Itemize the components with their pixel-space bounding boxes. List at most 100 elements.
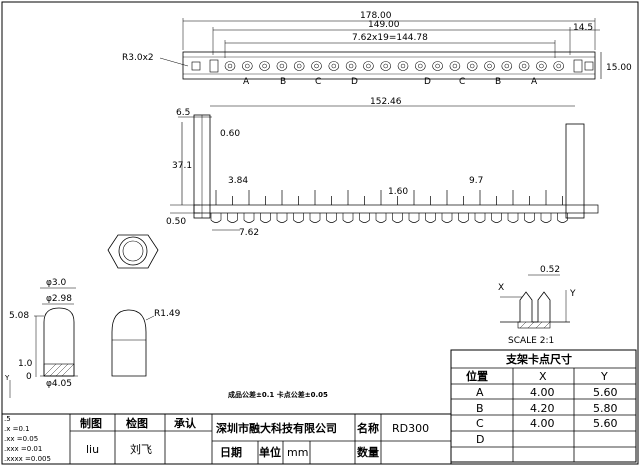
pin-pad-hole xyxy=(383,63,388,69)
top-view: 178.00 149.00 7.62x19=144.78 14.5 15.00 … xyxy=(122,11,632,87)
pin-pad xyxy=(449,61,461,71)
dim-scale-x: X xyxy=(498,283,504,293)
drafter-name: liu xyxy=(86,443,99,456)
dim-scale-y: Y xyxy=(569,289,576,299)
pin-pad xyxy=(328,61,340,71)
pin-pad-hole xyxy=(262,63,267,69)
pin-pad xyxy=(363,61,374,71)
pin-pad-hole xyxy=(435,63,440,69)
pin-label: C xyxy=(459,77,465,87)
front-pin-cup xyxy=(507,213,519,223)
pin-label: B xyxy=(280,77,286,87)
dim-radius: R1.49 xyxy=(154,309,181,319)
clip-dimension-table: 支架卡点尺寸 位置 X Y A 4.00 5.60 B 4.20 5.80 C … xyxy=(450,349,637,463)
lead-frame-outline xyxy=(182,51,596,80)
title-block: .5 .x =0.1 .xx =0.05 .xxx =0.01 .xxxx =0… xyxy=(1,413,452,465)
pin-pad xyxy=(224,61,236,71)
name-label: 名称 xyxy=(357,421,379,435)
front-pin-cup xyxy=(243,213,255,223)
tol-line: .xxxx =0.005 xyxy=(4,455,51,463)
pin-pad xyxy=(311,61,322,71)
led-side-sections: φ3.0 φ2.98 5.08 1.0 0 φ4.05 R1.49 Y xyxy=(4,278,181,398)
clip-profile xyxy=(500,291,570,323)
dim-pitch-front: 7.62 xyxy=(239,228,259,238)
pin-pad-hole xyxy=(556,63,561,69)
pin-pad-hole xyxy=(279,63,285,69)
front-pin-cup xyxy=(309,213,321,223)
pin-labels: A B C D D C B A xyxy=(243,77,538,87)
locating-hole-left xyxy=(191,61,201,71)
front-pin-cup xyxy=(524,213,535,223)
pin-pad-hole xyxy=(400,63,406,69)
pin-pad-hole xyxy=(366,63,371,69)
svg-text:Y: Y xyxy=(4,374,10,382)
pin-pad xyxy=(242,61,253,71)
dim-pitch: 7.62x19=144.78 xyxy=(352,33,428,43)
pin-pads xyxy=(224,61,565,71)
pin-label: C xyxy=(315,77,321,87)
table-row-pos: A xyxy=(476,386,484,399)
pin-pad xyxy=(293,61,305,71)
front-pin-cup xyxy=(392,213,403,223)
pin-pad xyxy=(536,61,547,71)
dim-span: 152.46 xyxy=(370,97,402,107)
dim-d4: 0.50 xyxy=(166,217,186,227)
front-pin-cup xyxy=(326,213,337,223)
pin-pad xyxy=(553,61,565,71)
front-pin-cup xyxy=(375,213,387,223)
pin-pad xyxy=(432,61,443,71)
pin-pad-hole xyxy=(296,63,302,69)
tolerance-note: 成品公差±0.1 卡点公差±0.05 xyxy=(228,390,328,399)
dim-left-width: 6.5 xyxy=(176,108,190,118)
front-pin-cup xyxy=(491,213,502,223)
table-header-y: Y xyxy=(600,370,608,383)
pin-pad-hole xyxy=(348,63,354,69)
pin-pad xyxy=(276,61,288,71)
checked-label: 检图 xyxy=(126,416,148,430)
table-row-y: 5.60 xyxy=(593,417,618,430)
front-pins xyxy=(210,190,568,223)
front-pin-cup xyxy=(425,213,436,223)
table-row-x: 4.00 xyxy=(530,417,555,430)
front-pin-cup xyxy=(540,213,552,223)
table-row-y: 5.80 xyxy=(593,402,618,415)
led-circle-inner xyxy=(122,240,144,262)
table-row-pos: B xyxy=(476,402,484,415)
pin-label: A xyxy=(531,77,538,87)
pin-pad xyxy=(466,61,478,71)
scale-detail: 0.52 X Y SCALE 2:1 xyxy=(498,265,576,346)
front-pin-cup xyxy=(210,213,222,223)
led-section-right xyxy=(111,309,147,377)
pin-pad-hole xyxy=(504,63,510,69)
front-pin-cup xyxy=(293,213,304,223)
pin-pad xyxy=(484,61,495,71)
tol-line: .xxx =0.01 xyxy=(4,445,42,453)
pin-label: D xyxy=(424,77,431,87)
front-pin-cup xyxy=(260,213,271,223)
drafted-label: 制图 xyxy=(80,416,102,430)
table-row-x: 4.00 xyxy=(530,386,555,399)
table-row-y: 5.60 xyxy=(593,386,618,399)
pin-pad xyxy=(501,61,513,71)
pin-label: B xyxy=(495,77,501,87)
frame-base xyxy=(193,204,599,214)
dim-right-offset: 14.5 xyxy=(573,23,593,33)
dim-overall: 178.00 xyxy=(360,11,392,21)
led-section-left xyxy=(43,307,75,377)
front-pin-cup xyxy=(227,213,238,223)
pin-pad-hole xyxy=(331,63,337,69)
approved-label: 承认 xyxy=(174,416,197,430)
pin-pad xyxy=(259,61,270,71)
frame-right-wall xyxy=(565,123,585,219)
table-row-pos: C xyxy=(476,417,484,430)
company-name: 深圳市融大科技有限公司 xyxy=(216,421,337,435)
front-pin-cup xyxy=(359,213,370,223)
led-hex-base xyxy=(107,234,159,269)
table-header-pos: 位置 xyxy=(466,369,488,383)
dim-h2: 1.0 xyxy=(18,359,33,369)
front-pin-cup xyxy=(408,213,420,223)
pin-pad xyxy=(518,61,530,71)
dim-h1: 5.08 xyxy=(9,311,29,321)
pin-pad-hole xyxy=(227,63,233,69)
